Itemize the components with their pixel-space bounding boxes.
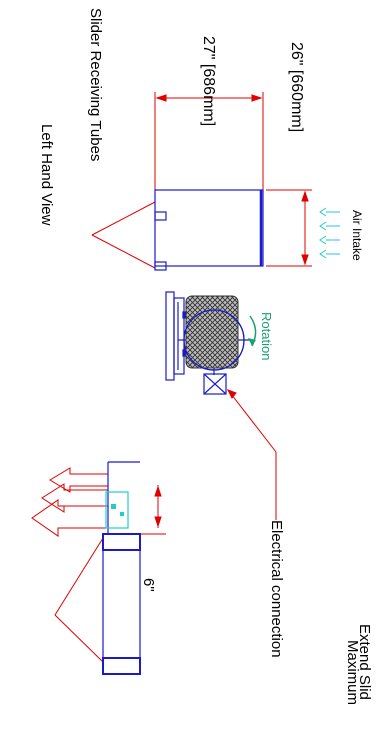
extended-slider-cap-bottom <box>102 657 141 675</box>
air-arrow-2 <box>319 221 340 231</box>
leader-tube-upper <box>91 201 156 236</box>
motor-ring <box>183 309 245 371</box>
junction-box-cyan <box>105 491 129 529</box>
label-slider-tubes: Slider Receiving Tubes <box>87 8 104 161</box>
dim-27-arrow-right <box>251 94 263 102</box>
intake-filter-mesh <box>185 295 239 369</box>
main-housing <box>154 189 264 267</box>
extended-slider-body <box>102 533 141 675</box>
mount-bracket <box>173 297 185 375</box>
mount-plate <box>165 291 175 381</box>
air-arrow-3 <box>319 235 340 245</box>
leader-extend-upper <box>54 537 104 616</box>
unit-outline <box>102 189 264 675</box>
dim-6-arrow-bottom <box>154 516 162 528</box>
label-extend-dim: 6" <box>140 578 157 592</box>
dim-26-arrow-bottom <box>301 254 309 266</box>
dimension-lines <box>31 92 312 663</box>
label-rotation: Rotation <box>259 312 274 360</box>
exhaust-arrow-3 <box>31 499 108 537</box>
leader-electrical-arrow <box>226 389 237 399</box>
label-air-intake: Air Intake <box>350 210 364 261</box>
label-width-body: 27" [686mm] <box>200 36 217 126</box>
slider-tube-upper <box>154 211 167 221</box>
label-electrical: Electrical connection <box>268 520 285 658</box>
exhaust-arrow-2 <box>41 483 108 513</box>
dim-6-arrow-top <box>154 485 162 497</box>
label-left-view: Left Hand View <box>38 124 55 226</box>
leader-extend-lower <box>54 614 104 663</box>
air-arrow-4 <box>319 249 340 259</box>
dim-26-arrow-top <box>301 190 309 202</box>
slider-tube-lower <box>154 261 167 271</box>
electrical-box-cross-2 <box>203 373 227 395</box>
label-width-overall: 26" [660mm] <box>288 42 305 132</box>
junction-box-dot-1 <box>111 504 116 509</box>
junction-box-dot-2 <box>120 512 124 516</box>
label-extend-slider-1: Extend Slid <box>356 624 373 700</box>
electrical-box <box>203 373 227 395</box>
exhaust-arrow-1 <box>49 467 108 493</box>
rotation-arrowhead-icon <box>248 338 256 346</box>
air-intake-arrows <box>319 207 340 259</box>
leader-tube-lower <box>91 234 156 269</box>
label-extend-slider-2: Maximum <box>344 640 361 705</box>
extended-slider-cap-top <box>102 533 141 551</box>
leader-electrical <box>227 389 277 520</box>
air-arrow-1 <box>319 207 340 217</box>
dim-27-arrow-left <box>155 94 167 102</box>
